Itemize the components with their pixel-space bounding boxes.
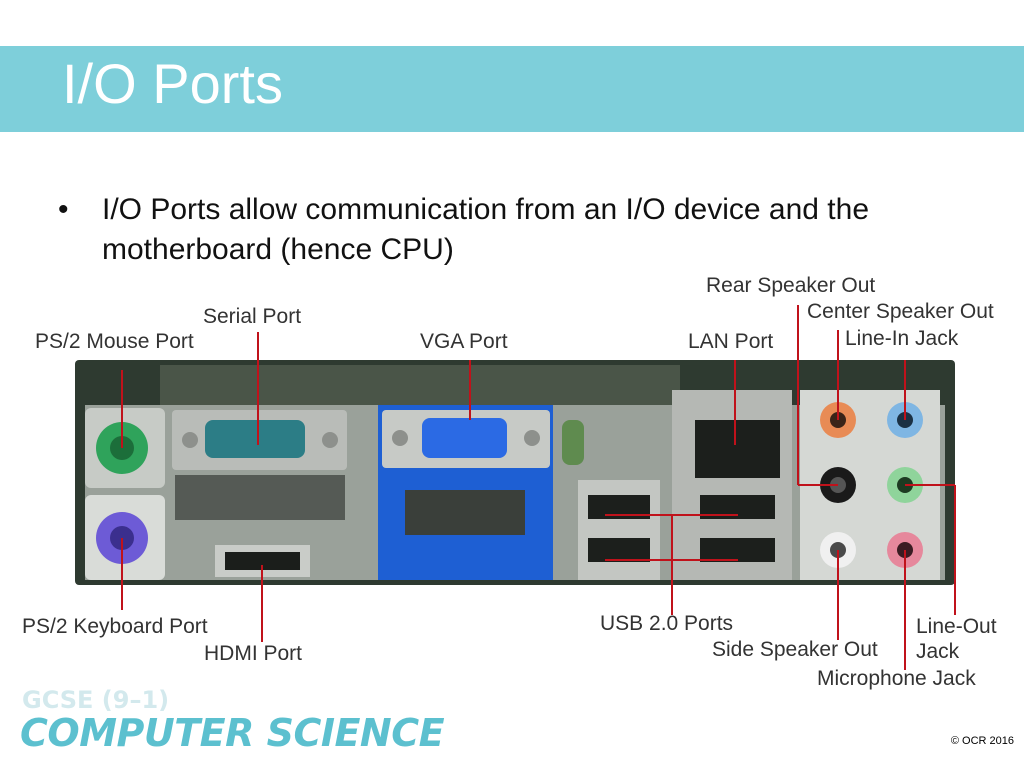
- serial-bracket: [175, 475, 345, 520]
- bullet-text: I/O Ports allow communication from an I/…: [102, 193, 870, 266]
- serial-port: [172, 410, 347, 470]
- label-ps2-mouse: PS/2 Mouse Port: [35, 330, 194, 353]
- label-line-in: Line-In Jack: [845, 327, 959, 350]
- label-lan: LAN Port: [688, 330, 773, 353]
- bullet-point: • I/O Ports allow communication from an …: [58, 190, 938, 270]
- label-hdmi: HDMI Port: [204, 642, 302, 665]
- label-line-out-1: Line-Out: [916, 615, 997, 638]
- board-shadow: [160, 365, 680, 405]
- logo-title: COMPUTER SCIENCE: [20, 711, 445, 755]
- leader-lines: [121, 305, 956, 670]
- label-usb: USB 2.0 Ports: [600, 612, 733, 635]
- copyright-text: © OCR 2016: [950, 735, 1014, 747]
- ps2-mouse-port: [85, 408, 165, 488]
- label-rear-speaker: Rear Speaker Out: [706, 274, 875, 297]
- label-center-speaker: Center Speaker Out: [807, 300, 994, 323]
- bullet-icon: •: [58, 193, 69, 226]
- capacitor: [562, 420, 584, 465]
- ps2-keyboard-port: [85, 495, 165, 580]
- label-ps2-keyboard: PS/2 Keyboard Port: [22, 615, 208, 638]
- label-vga: VGA Port: [420, 330, 508, 353]
- usb-ports: [578, 480, 660, 580]
- vga-port: [378, 405, 553, 580]
- title-bar: [0, 46, 1024, 132]
- label-side-speaker: Side Speaker Out: [712, 638, 878, 661]
- lan-port: [672, 390, 792, 580]
- label-microphone: Microphone Jack: [817, 667, 976, 690]
- label-line-out-2: Jack: [916, 640, 960, 663]
- label-serial: Serial Port: [203, 305, 301, 328]
- slide-title: I/O Ports: [62, 52, 283, 115]
- logo-subtitle: GCSE (9–1): [22, 686, 170, 714]
- io-panel-figure: PS/2 Mouse Port Serial Port VGA Port LAN…: [22, 274, 997, 690]
